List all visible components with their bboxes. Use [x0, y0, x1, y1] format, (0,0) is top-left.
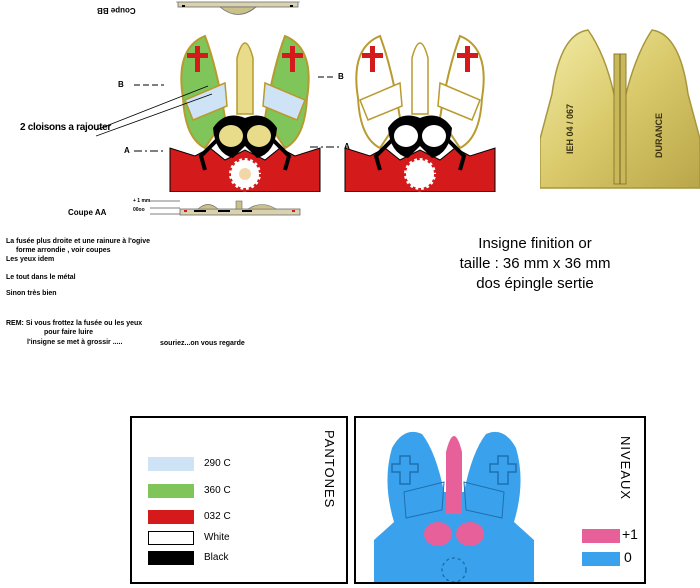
pantones-panel: 290 C 360 C 032 C White Black PANTONES	[130, 416, 348, 584]
spec-finish: Insigne finition or	[478, 235, 592, 252]
marker-a-right: A	[344, 142, 350, 151]
spec-size: taille : 36 mm x 36 mm	[459, 255, 611, 272]
swatch-white	[148, 531, 194, 545]
thickness-1mm-label: + 1 mm	[133, 198, 151, 204]
rem-line-4: souriez...on vous regarde	[160, 340, 245, 347]
level-0-swatch	[582, 552, 620, 566]
swatch-black-label: Black	[204, 552, 229, 563]
note-line-3: Les yeux idem	[6, 256, 55, 263]
note-line-1: La fusée plus droite et une rainure à l'…	[6, 238, 151, 245]
level-plus1-swatch	[582, 529, 620, 543]
marker-b-right: B	[338, 72, 344, 81]
note-line-4: Le tout dans le métal	[6, 274, 76, 281]
back-inscription-left: IEH 04 / 067	[565, 103, 575, 154]
spec-pin: dos épingle sertie	[476, 275, 594, 292]
back-inscription-right: DURANCE	[654, 113, 664, 158]
marker-b-left: B	[118, 80, 124, 89]
marker-b-left-line	[134, 84, 164, 86]
swatch-290c-label: 290 C	[204, 458, 231, 469]
coupe-bb-section	[176, 1, 300, 15]
niveaux-title: NIVEAUX	[618, 436, 633, 501]
marker-a-left-line	[134, 150, 166, 152]
insignia-front-color	[169, 34, 321, 192]
note-line-5: Sinon très bien	[6, 290, 57, 297]
note-line-2: forme arrondie , voir coupes	[16, 247, 111, 254]
niveaux-panel: NIVEAUX +1 0	[354, 416, 646, 584]
swatch-032c-label: 032 C	[204, 511, 231, 522]
marker-a-right-line	[310, 146, 342, 148]
thickness-0-label: 00oo	[133, 207, 145, 213]
cloisons-pointer-lines	[96, 85, 213, 137]
coupe-bb-label: Coupe BB	[97, 6, 136, 15]
swatch-032c	[148, 510, 194, 524]
rem-line-3: l'insigne se met à grossir .....	[27, 339, 123, 346]
marker-b-right-line	[318, 76, 336, 78]
swatch-white-label: White	[204, 532, 230, 543]
marker-a-left: A	[124, 146, 130, 155]
insignia-levels-map	[374, 431, 534, 582]
swatch-360c	[148, 484, 194, 498]
rem-line-2: pour faire luire	[44, 329, 94, 336]
cloisons-note: 2 cloisons a rajouter	[20, 122, 111, 133]
swatch-360c-label: 360 C	[204, 485, 231, 496]
pantones-title: PANTONES	[322, 430, 337, 509]
rem-line-1: REM: Si vous frottez la fusée ou les yeu…	[6, 320, 143, 327]
level-plus1-label: +1	[622, 526, 638, 542]
swatch-290c	[148, 457, 194, 471]
coupe-aa-section	[150, 200, 301, 216]
level-0-label: 0	[624, 549, 632, 565]
insignia-back-gold	[540, 29, 700, 189]
swatch-black	[148, 551, 194, 565]
insignia-front-outline	[344, 34, 496, 192]
coupe-aa-label: Coupe AA	[68, 208, 107, 217]
